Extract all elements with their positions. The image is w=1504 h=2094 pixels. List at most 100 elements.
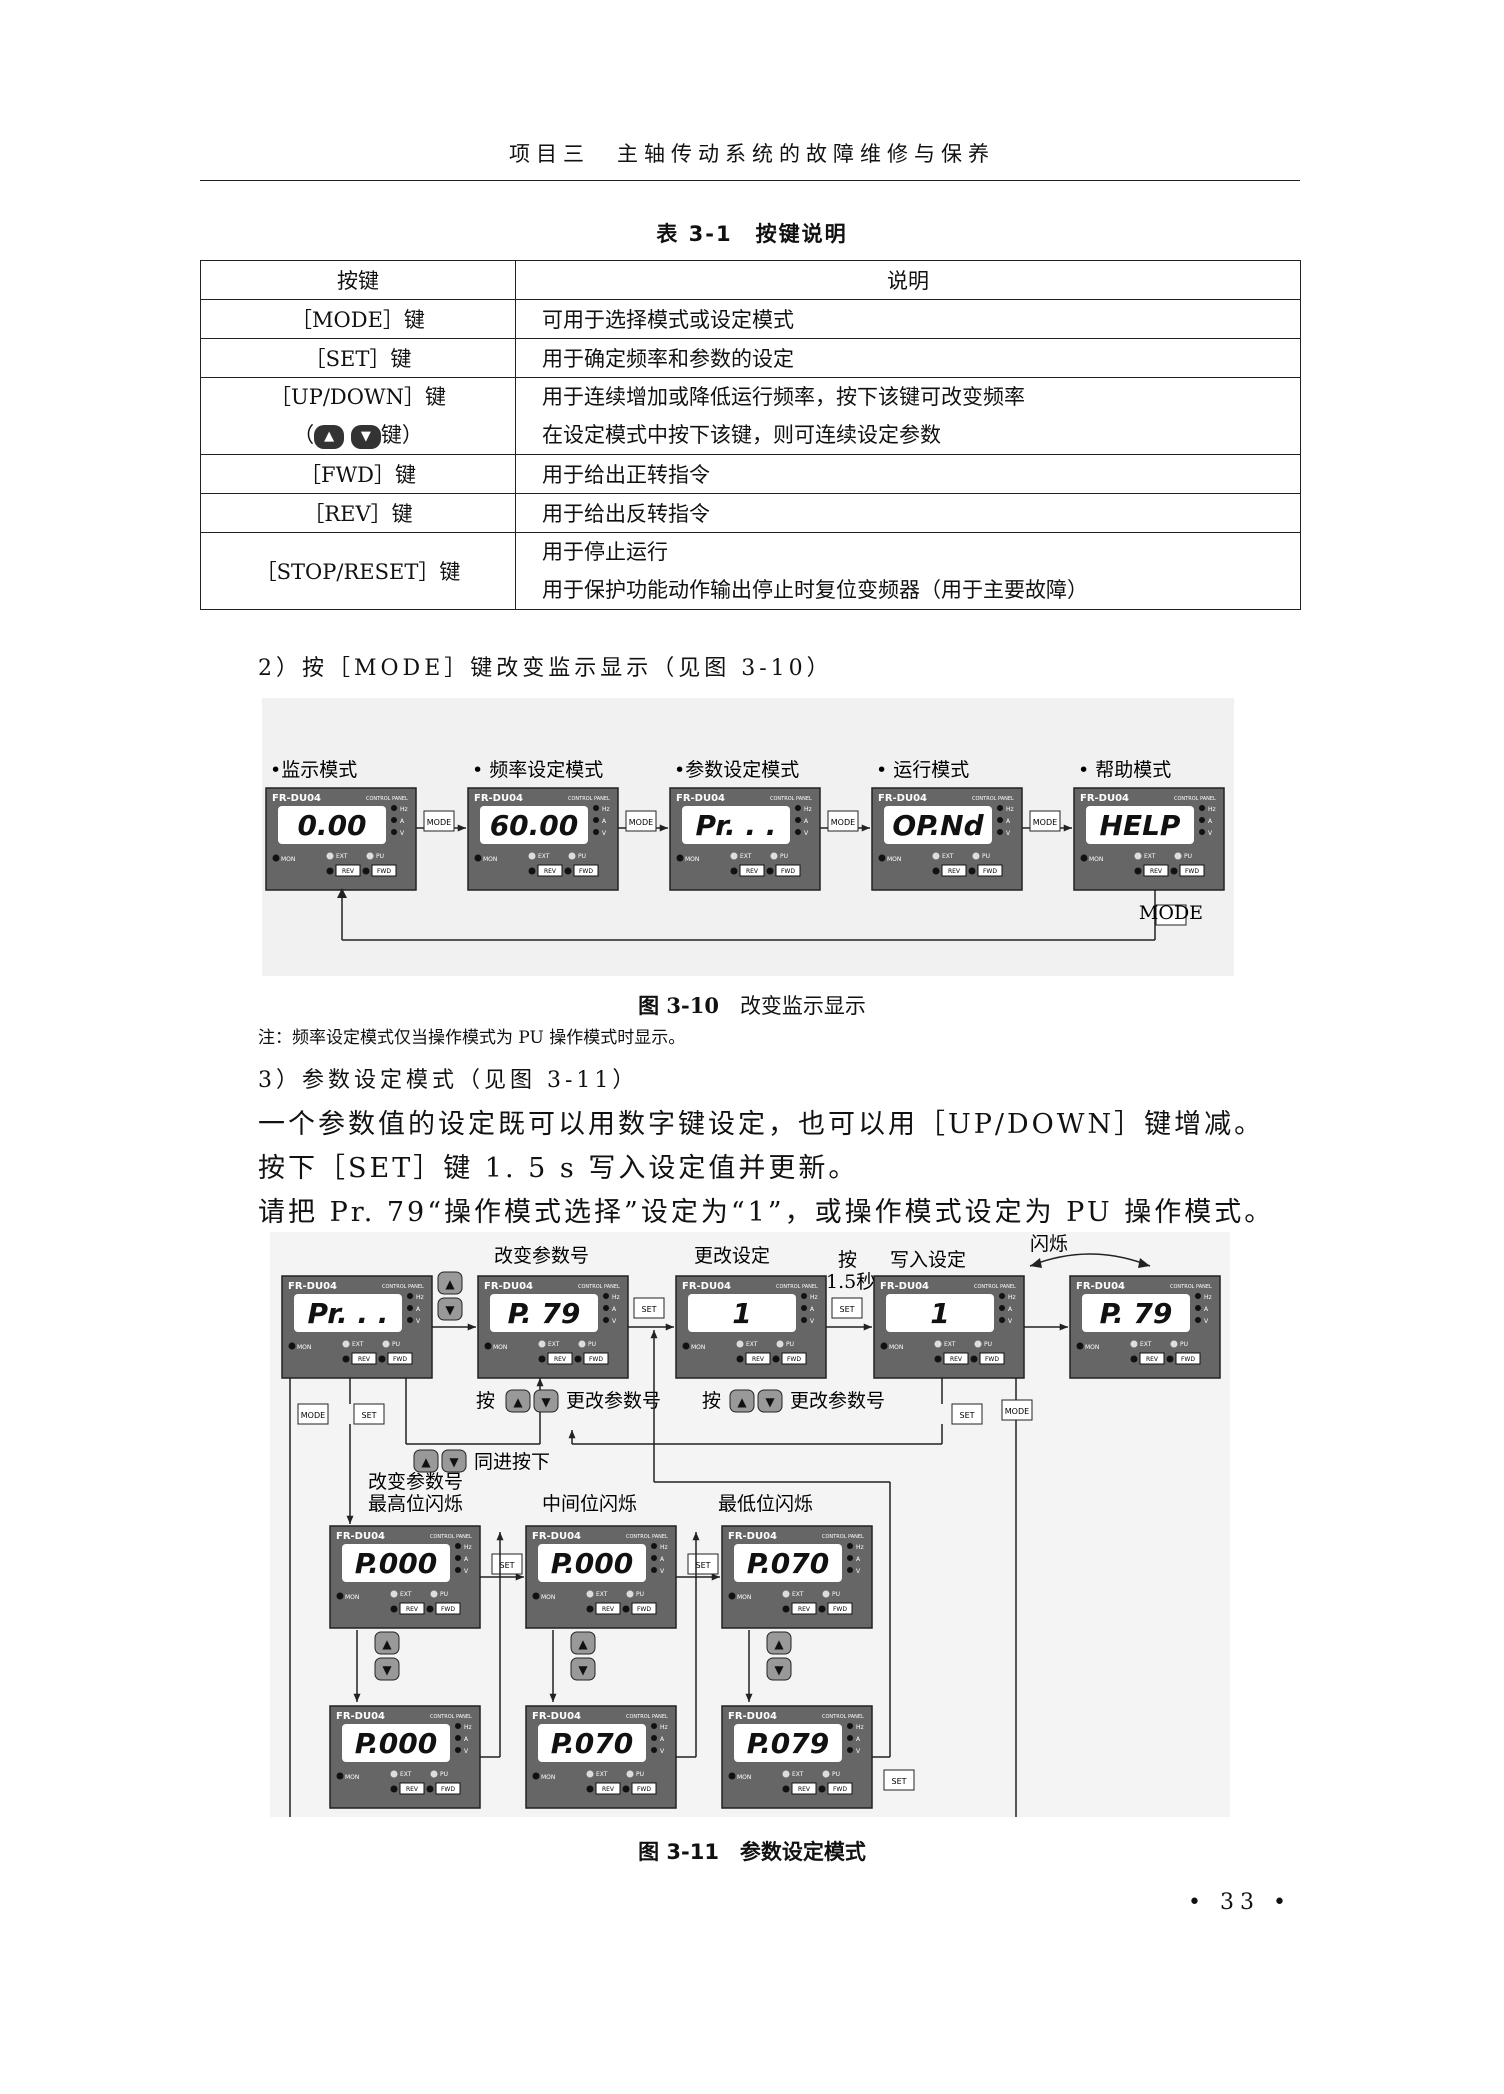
svg-text:EXT: EXT [792, 1771, 804, 1778]
label-middle-digit-flash: 中间位闪烁 [542, 1493, 637, 1515]
svg-text:MON: MON [1085, 1344, 1099, 1351]
svg-text:CONTROL PANEL: CONTROL PANEL [430, 1534, 472, 1540]
label-hold-time: 1.5秒 [826, 1271, 875, 1293]
label-flash: 闪烁 [1030, 1233, 1068, 1255]
svg-text:▼: ▼ [765, 1395, 775, 1409]
lcd-readout: P.000 [355, 1547, 437, 1580]
figure-note: 注：频率设定模式仅当操作模式为 PU 操作模式时显示。 [258, 1028, 686, 1048]
svg-text:MON: MON [541, 1594, 555, 1601]
svg-text:REV: REV [342, 868, 355, 875]
table-caption: 表 3-1 按键说明 [656, 222, 848, 246]
key-updown-icons: （▲ ▼键） [293, 423, 423, 449]
svg-text:REV: REV [798, 1786, 811, 1793]
table-row: ［FWD］键 用于给出正转指令 [200, 454, 1301, 494]
svg-text:MON: MON [297, 1344, 311, 1351]
svg-text:REV: REV [746, 868, 759, 875]
svg-text:Hz: Hz [660, 1544, 668, 1551]
svg-text:▼: ▼ [382, 1663, 392, 1677]
mode-label: • 帮助模式 [1078, 759, 1171, 781]
svg-text:A: A [1204, 1306, 1209, 1313]
mode-button: MODE [1033, 818, 1057, 827]
svg-text:FR-DU04: FR-DU04 [878, 793, 927, 804]
svg-text:MON: MON [541, 1774, 555, 1781]
svg-text:Hz: Hz [660, 1724, 668, 1731]
table-head-key: 按键 [200, 260, 516, 300]
svg-text:Hz: Hz [612, 1294, 620, 1301]
svg-text:▲: ▲ [421, 1455, 431, 1469]
page-number: • 33 • [1188, 1890, 1292, 1915]
lcd-readout: Pr. . . [308, 1297, 389, 1330]
svg-text:EXT: EXT [1140, 1341, 1152, 1348]
svg-text:MON: MON [691, 1344, 705, 1351]
svg-text:EXT: EXT [740, 853, 752, 860]
lcd-readout: P.000 [551, 1547, 633, 1580]
mode-button: MODE [1005, 1407, 1029, 1416]
svg-text:EXT: EXT [746, 1341, 758, 1348]
svg-text:FR-DU04: FR-DU04 [288, 1281, 337, 1292]
svg-text:▲: ▲ [382, 1637, 392, 1651]
svg-text:▲: ▲ [513, 1395, 523, 1409]
svg-text:V: V [464, 1568, 469, 1575]
svg-text:MON: MON [483, 856, 497, 863]
svg-text:CONTROL PANEL: CONTROL PANEL [1170, 1284, 1212, 1290]
svg-text:PU: PU [832, 1771, 840, 1778]
key-cell: ［FWD］键 [200, 454, 516, 494]
svg-text:FWD: FWD [1185, 868, 1199, 875]
lcd-readout: P. 79 [1100, 1297, 1173, 1330]
svg-text:REV: REV [948, 868, 961, 875]
down-arrow-icon: ▼ [350, 424, 381, 449]
svg-text:FR-DU04: FR-DU04 [272, 793, 321, 804]
up-down-keys-icon: ▲▼ [766, 1631, 792, 1681]
svg-text:FR-DU04: FR-DU04 [484, 1281, 533, 1292]
svg-text:FR-DU04: FR-DU04 [532, 1531, 581, 1542]
desc-cell: 用于给出正转指令 [515, 454, 1301, 494]
svg-text:MON: MON [737, 1594, 751, 1601]
svg-text:PU: PU [440, 1771, 448, 1778]
up-down-keys-icon: ▲▼ [437, 1271, 463, 1321]
svg-text:A: A [464, 1736, 469, 1743]
para-mode: 2）按［MODE］键改变监示显示（见图 3-10） [258, 656, 833, 681]
svg-text:REV: REV [950, 1356, 963, 1363]
svg-text:A: A [464, 1556, 469, 1563]
svg-text:EXT: EXT [400, 1591, 412, 1598]
svg-text:CONTROL PANEL: CONTROL PANEL [822, 1534, 864, 1540]
svg-text:CONTROL PANEL: CONTROL PANEL [626, 1714, 668, 1720]
svg-text:FR-DU04: FR-DU04 [682, 1281, 731, 1292]
desc-cell: 用于停止运行 用于保护功能动作输出停止时复位变频器（用于主要故障） [515, 532, 1301, 610]
key-table: 按键 说明 ［MODE］键 可用于选择模式或设定模式 ［SET］键 用于确定频率… [200, 260, 1301, 610]
svg-text:CONTROL PANEL: CONTROL PANEL [822, 1714, 864, 1720]
svg-text:FR-DU04: FR-DU04 [474, 793, 523, 804]
key-cell: ［MODE］键 [200, 299, 516, 339]
svg-text:REV: REV [602, 1786, 615, 1793]
svg-text:▲: ▲ [737, 1395, 747, 1409]
lcd-readout: 0.00 [297, 809, 366, 842]
svg-text:V: V [1006, 830, 1011, 837]
key-cell: ［REV］键 [200, 493, 516, 533]
svg-text:CONTROL PANEL: CONTROL PANEL [1174, 796, 1216, 802]
label-press: 按 [476, 1390, 495, 1412]
svg-text:REV: REV [602, 1606, 615, 1613]
table-row: ［STOP/RESET］键 用于停止运行 用于保护功能动作输出停止时复位变频器（… [200, 532, 1301, 610]
svg-text:A: A [660, 1556, 665, 1563]
svg-text:REV: REV [752, 1356, 765, 1363]
svg-text:FR-DU04: FR-DU04 [728, 1711, 777, 1722]
svg-text:REV: REV [406, 1606, 419, 1613]
svg-text:MON: MON [345, 1594, 359, 1601]
svg-text:FR-DU04: FR-DU04 [336, 1711, 385, 1722]
svg-text:FWD: FWD [787, 1356, 801, 1363]
svg-text:FR-DU04: FR-DU04 [880, 1281, 929, 1292]
svg-text:A: A [1208, 818, 1213, 825]
svg-text:CONTROL PANEL: CONTROL PANEL [974, 1284, 1016, 1290]
mode-label: •监示模式 [270, 759, 357, 781]
svg-text:FR-DU04: FR-DU04 [1076, 1281, 1125, 1292]
set-button: SET [891, 1777, 906, 1786]
